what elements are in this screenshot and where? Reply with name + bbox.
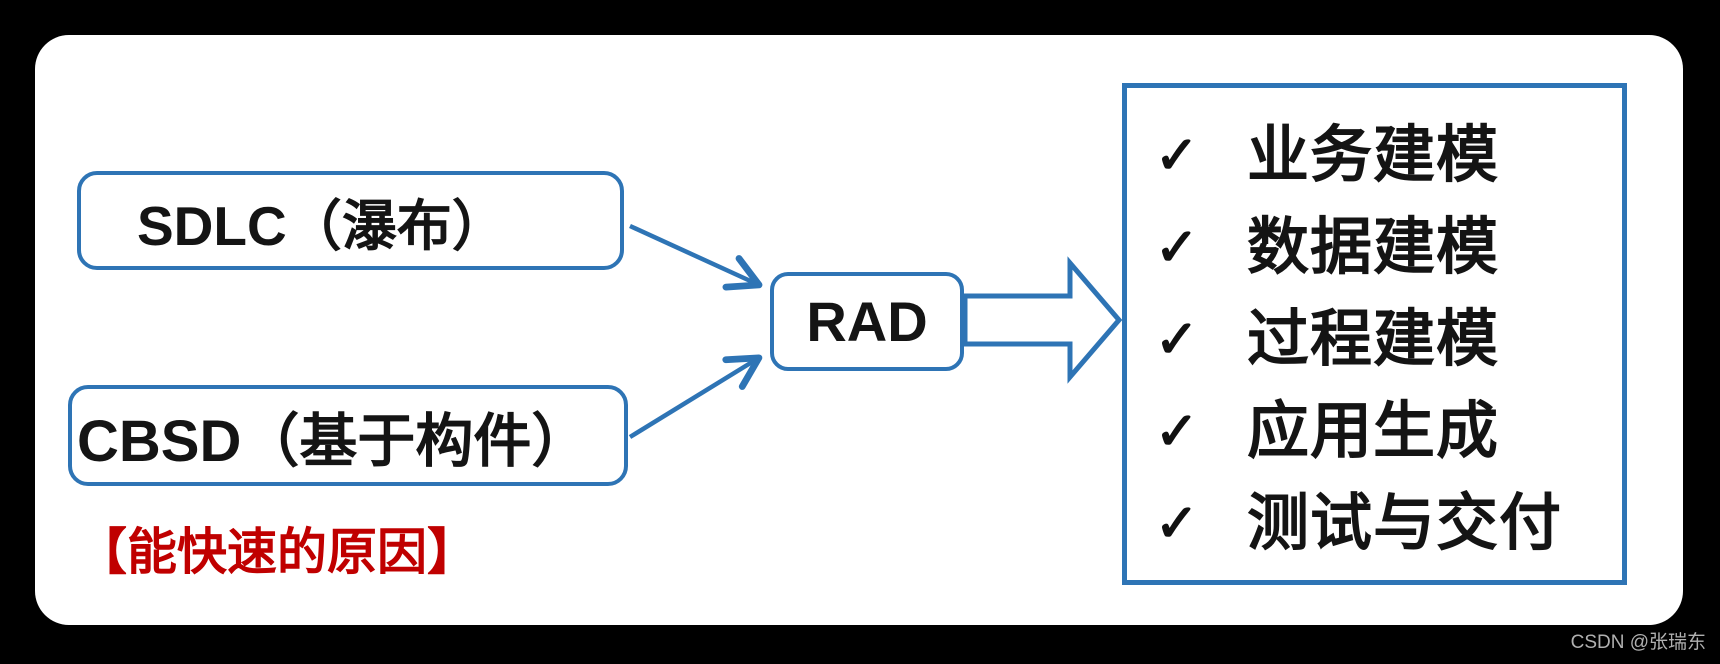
checkmark-icon: ✓: [1155, 127, 1199, 185]
checklist-box: ✓ 业务建模 ✓ 数据建模 ✓ 过程建模 ✓ 应用生成 ✓ 测试与交付: [1122, 83, 1627, 585]
checklist-item-label: 业务建模: [1247, 121, 1500, 190]
checkmark-icon: ✓: [1155, 403, 1199, 461]
node-sdlc-label: SDLC（瀑布）: [137, 194, 507, 257]
arrow-sdlc-to-rad: [629, 223, 763, 291]
arrow-cbsd-to-rad: [628, 354, 763, 439]
node-cbsd-label: CBSD（基于构件）: [77, 408, 590, 474]
checkmark-icon: ✓: [1155, 495, 1199, 553]
node-cbsd: CBSD（基于构件）: [68, 385, 628, 486]
checkmark-icon: ✓: [1155, 219, 1199, 277]
node-rad: RAD: [770, 272, 964, 371]
checklist-item-label: 数据建模: [1247, 213, 1500, 282]
checklist-item-label: 应用生成: [1247, 397, 1500, 466]
checklist-item: ✓ 测试与交付: [1127, 478, 1622, 570]
checklist-item: ✓ 应用生成: [1127, 386, 1622, 478]
node-rad-label: RAD: [806, 290, 928, 353]
checklist-item: ✓ 数据建模: [1127, 202, 1622, 294]
block-arrow-rad-to-checklist: [962, 256, 1123, 384]
checklist-item: ✓ 过程建模: [1127, 294, 1622, 386]
checklist-item-label: 测试与交付: [1247, 489, 1563, 558]
checkmark-icon: ✓: [1155, 311, 1199, 369]
connector-layer: [628, 223, 1123, 439]
reason-note: 【能快速的原因】: [77, 524, 477, 580]
diagram-canvas: SDLC（瀑布） CBSD（基于构件） RAD ✓ 业务建模 ✓ 数据建模 ✓ …: [35, 35, 1683, 625]
node-sdlc: SDLC（瀑布）: [77, 171, 624, 270]
checklist-item-label: 过程建模: [1247, 305, 1500, 374]
csdn-watermark: CSDN @张瑞东: [1570, 632, 1706, 653]
checklist-item: ✓ 业务建模: [1127, 110, 1622, 202]
